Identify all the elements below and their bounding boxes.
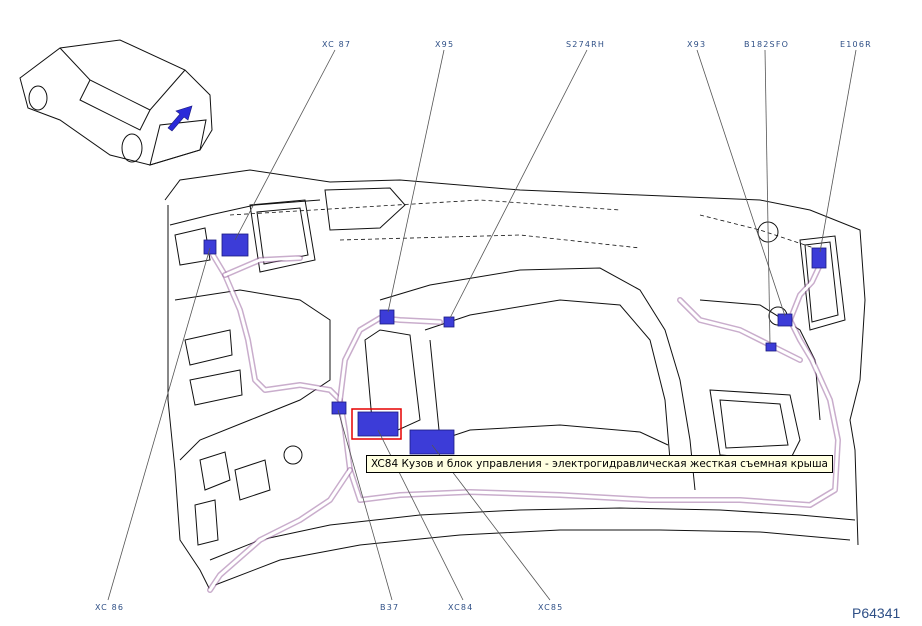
label-b37[interactable]: B37 xyxy=(380,603,399,612)
connector-x95 xyxy=(379,309,395,325)
label-x93[interactable]: X93 xyxy=(687,40,706,49)
connector-xc84 xyxy=(357,411,399,437)
connector-xc87 xyxy=(221,233,249,257)
leader-lines xyxy=(107,49,857,601)
label-b182sfo[interactable]: B182SFO xyxy=(744,40,789,49)
connector-xc86 xyxy=(203,239,217,255)
connector-xc85 xyxy=(409,429,455,455)
connector-tooltip: XC84 Кузов и блок управления - электроги… xyxy=(366,455,833,473)
vehicle-body-structure xyxy=(164,169,866,591)
connector-b182sfo xyxy=(765,342,777,352)
label-e106r[interactable]: E106R xyxy=(840,40,872,49)
label-xc85[interactable]: XC85 xyxy=(538,603,563,612)
label-xc87[interactable]: XC 87 xyxy=(322,40,351,49)
figure-number: P64341 xyxy=(852,605,900,621)
label-s274rh[interactable]: S274RH xyxy=(566,40,605,49)
wiring-harness xyxy=(207,247,841,593)
label-x95[interactable]: X95 xyxy=(435,40,454,49)
label-xc86[interactable]: XC 86 xyxy=(95,603,124,612)
connector-e106r xyxy=(811,247,827,269)
car-orientation-thumbnail xyxy=(19,39,213,166)
selected-connector-highlight[interactable] xyxy=(351,408,402,440)
orientation-arrow-icon xyxy=(167,105,193,132)
connectors xyxy=(203,233,827,455)
connector-s274rh xyxy=(443,316,455,328)
label-xc84[interactable]: XC84 xyxy=(448,603,473,612)
connector-x93 xyxy=(777,313,793,327)
